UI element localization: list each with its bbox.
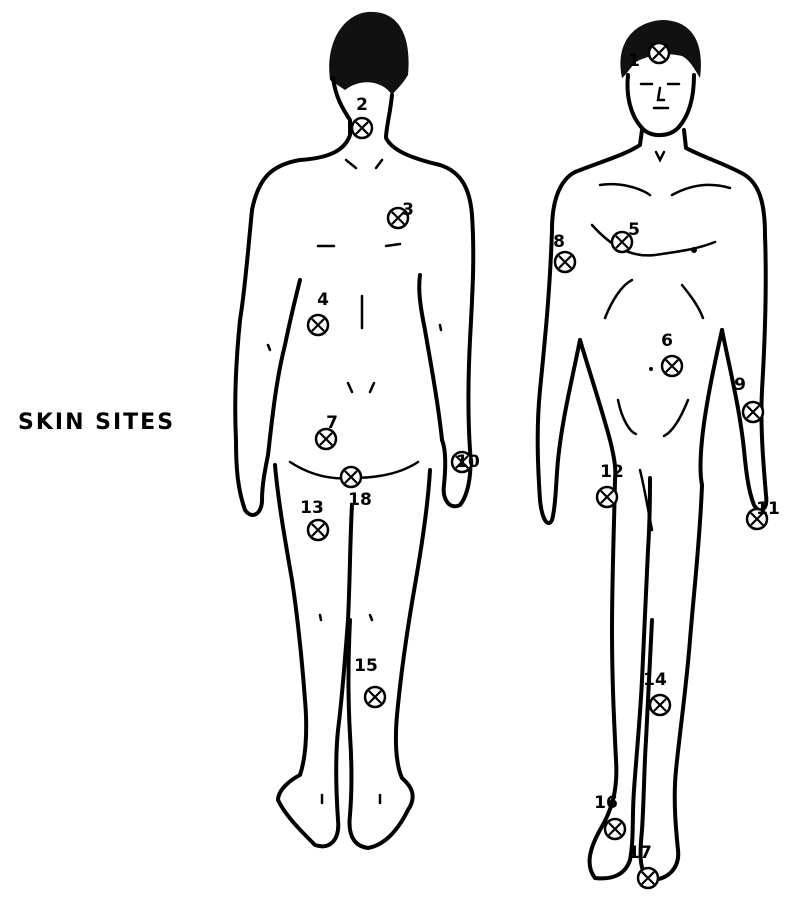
back-hair [329,12,408,95]
front-abdomen-right [664,400,688,436]
front-right-arm [722,235,766,510]
back-head-outline [252,78,350,210]
site-number-label: 11 [756,499,780,519]
site-number-label: 1 [628,51,640,71]
front-navel [649,367,653,371]
site-number-label: 18 [348,490,372,510]
front-view-figure [538,20,767,880]
back-site-10: 10 [452,452,480,472]
site-number-label: 10 [456,452,480,472]
front-site-6: 6 [661,331,682,376]
back-site-18: 18 [341,467,372,510]
site-number-label: 12 [600,462,624,482]
front-face-outline [628,75,694,135]
front-left-arm [538,230,580,523]
back-site-13: 13 [300,498,328,540]
site-number-label: 4 [317,290,329,310]
front-site-8: 8 [553,232,575,272]
site-number-label: 14 [643,670,667,690]
front-neck-mark [656,152,664,160]
front-left-shoulder [552,130,642,230]
front-right-shoulder [684,130,765,235]
front-clavicle-right [672,185,730,195]
front-left-torso [580,340,615,480]
back-blade-right [386,244,400,246]
back-left-arm [235,210,268,515]
back-lumbar-right [370,383,374,392]
back-knee-right [370,615,372,620]
back-lumbar-left [348,383,352,392]
front-site-12: 12 [597,462,624,507]
back-site-7: 7 [316,413,338,449]
back-left-torso [268,280,300,455]
front-right-torso [701,330,723,485]
back-elbow-left [268,345,270,350]
site-number-label: 3 [402,200,414,220]
site-number-label: 7 [326,413,338,433]
front-rib-left [605,280,632,318]
site-number-label: 6 [661,331,673,351]
back-shoulder-mark-left [346,160,356,168]
back-site-15: 15 [354,656,385,707]
front-nipple-right [691,247,697,253]
back-view-figure [235,12,473,848]
back-right-torso [419,275,442,440]
back-shoulder-mark-right [376,160,382,168]
site-number-label: 2 [356,95,368,115]
front-rib-right [682,285,703,318]
front-clavicle-left [600,184,650,195]
site-number-label: 5 [628,220,640,240]
front-abdomen-left [618,400,636,434]
site-number-label: 17 [628,843,652,863]
front-nose [658,88,664,100]
site-number-label: 9 [734,375,746,395]
site-number-label: 13 [300,498,324,518]
back-site-2: 2 [352,95,372,138]
site-number-label: 8 [553,232,565,252]
front-site-5: 5 [612,220,640,252]
back-site-4: 4 [308,290,329,335]
site-number-label: 15 [354,656,378,676]
back-neck-right [386,95,472,215]
back-elbow-right [440,325,441,330]
back-knee-left [320,615,321,620]
site-number-label: 16 [594,793,618,813]
back-site-3: 3 [388,200,414,228]
